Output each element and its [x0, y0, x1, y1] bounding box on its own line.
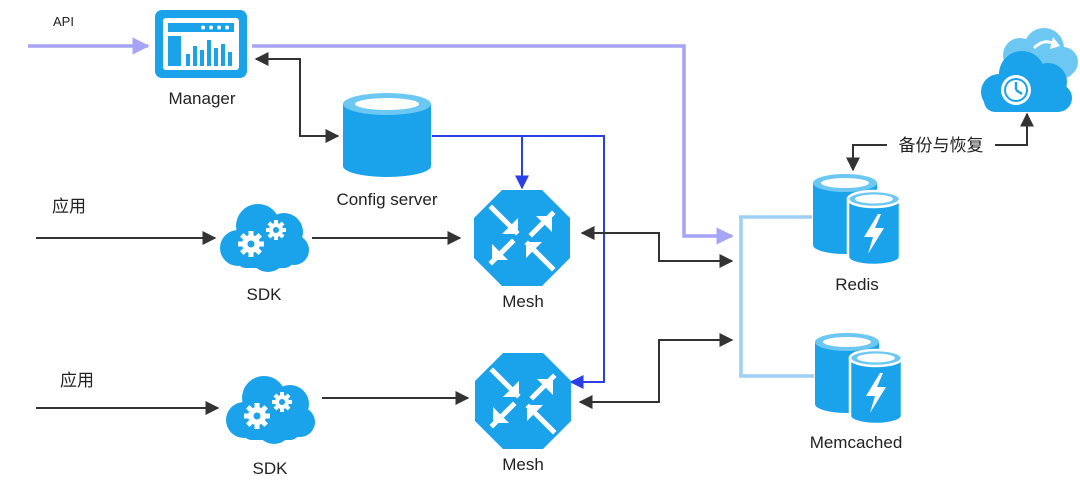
manager-node[interactable]: Manager [155, 10, 247, 108]
connectors [28, 37, 1034, 415]
config-to-mesh1-line [432, 135, 529, 190]
manager-config-line [254, 52, 340, 143]
config-server-node[interactable]: Config server [336, 93, 438, 209]
octagon-router-arrows-icon [475, 353, 571, 449]
mesh-label-2: Mesh [502, 455, 544, 474]
mesh-label-1: Mesh [502, 292, 544, 311]
backup-node[interactable] [981, 28, 1078, 112]
memcached-label: Memcached [810, 433, 903, 452]
sdk-node-2[interactable]: SDK [226, 376, 315, 478]
memcached-node[interactable]: Memcached [810, 333, 904, 452]
database-cylinder-icon [343, 93, 431, 177]
mesh2-storage-line [578, 333, 734, 409]
redis-label: Redis [835, 275, 878, 294]
redis-node[interactable]: Redis [813, 174, 902, 294]
app-label-2: 应用 [60, 371, 94, 391]
database-lightning-icon [813, 174, 902, 267]
cloud-clock-sync-icon [981, 28, 1078, 112]
database-lightning-icon [815, 333, 904, 426]
octagon-router-arrows-icon [474, 190, 570, 286]
config-server-label: Config server [336, 190, 437, 209]
cloud-gears-icon [220, 204, 309, 272]
redis-backup-line [846, 144, 887, 172]
app-label-1: 应用 [52, 197, 86, 217]
dashboard-monitor-icon [155, 10, 247, 78]
sdk-label-2: SDK [253, 459, 289, 478]
mesh1-storage-line [580, 226, 734, 268]
backup-restore-label: 备份与恢复 [899, 136, 984, 156]
sdk-label-1: SDK [247, 285, 283, 304]
manager-label: Manager [168, 89, 235, 108]
mesh-node-2[interactable]: Mesh [475, 353, 571, 474]
cloud-gears-icon [226, 376, 315, 444]
sdk-node-1[interactable]: SDK [220, 204, 309, 304]
backup-redis-line [995, 112, 1034, 146]
mesh-node-1[interactable]: Mesh [474, 190, 570, 311]
api-label: API [53, 14, 74, 29]
